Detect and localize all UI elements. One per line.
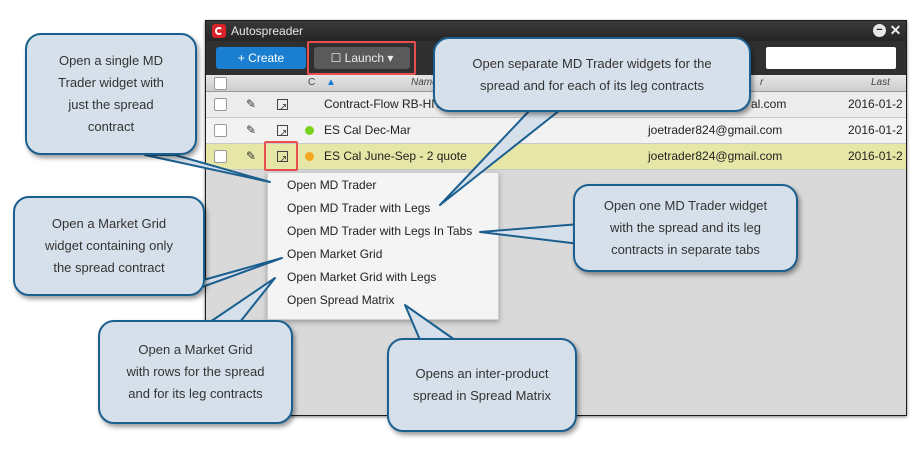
- menu-item-open-spread-matrix[interactable]: Open Spread Matrix: [287, 293, 395, 307]
- launch-external-icon[interactable]: [277, 95, 288, 120]
- launch-external-icon[interactable]: [277, 147, 288, 172]
- select-all-checkbox[interactable]: [214, 77, 227, 90]
- create-button[interactable]: + Create: [216, 47, 306, 69]
- row-user: joetrader824@gmail.com: [648, 123, 783, 137]
- window-title: Autospreader: [231, 24, 304, 38]
- minimize-icon[interactable]: −: [873, 24, 886, 37]
- row-date: 2016-01-2: [848, 123, 903, 137]
- status-dot: [305, 126, 314, 135]
- launch-menu: Open MD Trader Open MD Trader with Legs …: [267, 172, 499, 320]
- launch-external-icon[interactable]: [277, 121, 288, 146]
- row-user: al.com: [751, 97, 787, 111]
- menu-item-open-md-trader-legs-tabs[interactable]: Open MD Trader with Legs In Tabs: [287, 224, 473, 238]
- table-row[interactable]: ✎ ES Cal Dec-Mar joetrader824@gmail.com …: [206, 118, 906, 146]
- launch-button[interactable]: ☐ Launch ▾: [314, 47, 410, 69]
- edit-pencil-icon[interactable]: ✎: [246, 123, 257, 137]
- callout-market-grid: Open a Market Grid widget containing onl…: [13, 196, 205, 296]
- row-name: ES Cal Dec-Mar: [324, 123, 411, 137]
- launch-icon-highlight: [264, 141, 298, 171]
- callout-md-trader-legs: Open separate MD Trader widgets for the …: [433, 37, 751, 112]
- close-icon[interactable]: ✕: [889, 22, 902, 38]
- title-bar: Autospreader − ✕: [206, 21, 906, 41]
- table-row-selected[interactable]: ✎ ES Cal June-Sep - 2 quote joetrader824…: [206, 144, 906, 172]
- menu-item-open-market-grid-legs[interactable]: Open Market Grid with Legs: [287, 270, 437, 284]
- menu-item-open-market-grid[interactable]: Open Market Grid: [287, 247, 383, 261]
- callout-md-trader: Open a single MD Trader widget with just…: [25, 33, 197, 155]
- row-date: 2016-01-2: [848, 149, 903, 163]
- search-input[interactable]: [766, 47, 896, 69]
- header-c[interactable]: C: [308, 77, 316, 88]
- menu-item-open-md-trader[interactable]: Open MD Trader: [287, 178, 377, 192]
- row-checkbox[interactable]: [214, 150, 227, 163]
- edit-pencil-icon[interactable]: ✎: [246, 97, 257, 111]
- header-last[interactable]: Last: [871, 77, 890, 88]
- autospreader-logo-icon: [212, 24, 226, 38]
- header-user[interactable]: r: [760, 77, 764, 88]
- horizontal-scrollbar[interactable]: [276, 455, 836, 461]
- launch-highlight: [307, 41, 416, 75]
- row-name: Contract-Flow RB-HN: [324, 97, 441, 111]
- callout-spread-matrix: Opens an inter-product spread in Spread …: [387, 338, 577, 432]
- sort-asc-icon[interactable]: ▲: [326, 77, 336, 88]
- header-name[interactable]: Name: [411, 77, 438, 88]
- callout-market-grid-legs: Open a Market Grid with rows for the spr…: [98, 320, 293, 424]
- menu-item-open-md-trader-legs[interactable]: Open MD Trader with Legs: [287, 201, 431, 215]
- callout-md-trader-tabs: Open one MD Trader widget with the sprea…: [573, 184, 798, 272]
- row-name: ES Cal June-Sep - 2 quote: [324, 149, 467, 163]
- status-dot: [305, 152, 314, 161]
- edit-pencil-icon[interactable]: ✎: [246, 149, 257, 163]
- row-checkbox[interactable]: [214, 124, 227, 137]
- row-user: joetrader824@gmail.com: [648, 149, 783, 163]
- row-date: 2016-01-2: [848, 97, 903, 111]
- row-checkbox[interactable]: [214, 98, 227, 111]
